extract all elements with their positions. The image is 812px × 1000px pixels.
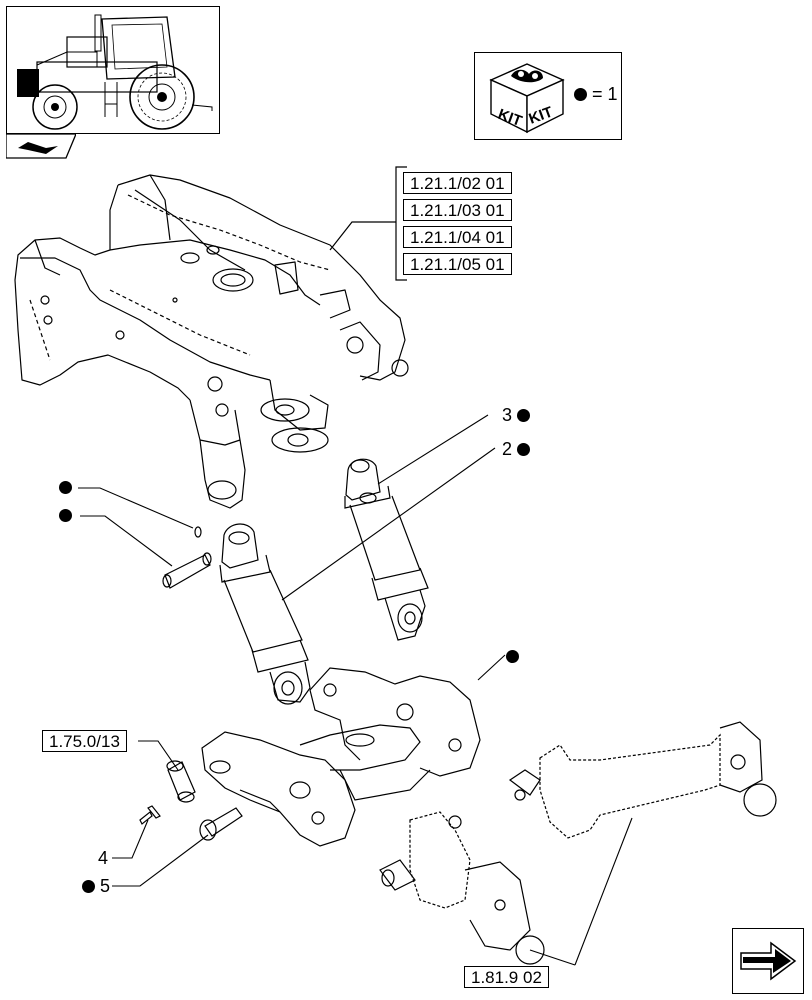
cylinder-2 bbox=[219, 523, 311, 705]
leader-item-2 bbox=[281, 447, 496, 601]
leader-pin bbox=[80, 515, 173, 567]
leader-support-body bbox=[477, 654, 506, 681]
callout-item-2: 2 bbox=[502, 439, 531, 459]
leader-item-4 bbox=[112, 819, 149, 859]
bullet-dot-icon bbox=[506, 650, 519, 663]
kit-legend-text: = 1 bbox=[574, 84, 618, 104]
next-page-arrow-icon bbox=[740, 941, 797, 981]
section-nav-tab[interactable] bbox=[5, 133, 77, 160]
bullet-dot-icon bbox=[82, 880, 95, 893]
callout-item-5: 5 bbox=[82, 876, 110, 896]
bullet-dot-icon bbox=[574, 88, 587, 101]
callout-number-5: 5 bbox=[100, 876, 111, 896]
frame-ref-2[interactable]: 1.21.1/03 01 bbox=[403, 199, 512, 221]
kit-box-icon: KIT KIT bbox=[489, 63, 565, 134]
tractor-thumbnail bbox=[6, 6, 220, 134]
leader-clip bbox=[78, 487, 194, 529]
bullet-dot-icon bbox=[517, 409, 531, 422]
front-axle-support-frame bbox=[14, 174, 409, 509]
cylinder-support-body bbox=[201, 667, 481, 847]
callout-pin bbox=[59, 505, 72, 525]
frame-ref-bracket bbox=[329, 166, 407, 281]
leader-item-3 bbox=[377, 414, 489, 485]
hitch-ref[interactable]: 1.81.9 02 bbox=[464, 966, 549, 988]
kit-equals-text: = 1 bbox=[592, 84, 618, 104]
bullet-dot-icon bbox=[59, 481, 72, 494]
callout-item-3: 3 bbox=[502, 405, 531, 425]
section-nav-icon bbox=[5, 133, 77, 159]
callout-support-body bbox=[506, 646, 519, 666]
support-ref[interactable]: 1.75.0/13 bbox=[42, 730, 127, 752]
kit-legend-frame: KIT KIT bbox=[474, 52, 622, 140]
frame-ref-4[interactable]: 1.21.1/05 01 bbox=[403, 253, 512, 275]
pin-and-clip bbox=[162, 526, 212, 589]
bullet-dot-icon bbox=[517, 443, 531, 456]
callout-item-4: 4 bbox=[98, 848, 108, 868]
callout-number-3: 3 bbox=[502, 405, 513, 425]
frame-ref-1[interactable]: 1.21.1/02 01 bbox=[403, 172, 512, 194]
hitch-assembly-right bbox=[508, 721, 777, 839]
callout-number-2: 2 bbox=[502, 439, 513, 459]
frame-ref-3[interactable]: 1.21.1/04 01 bbox=[403, 226, 512, 248]
callout-clip bbox=[59, 477, 72, 497]
tractor-thumbnail-icon bbox=[17, 14, 213, 130]
callout-number-4: 4 bbox=[98, 848, 109, 868]
cylinder-3 bbox=[344, 458, 429, 641]
leader-hitch-ref bbox=[529, 817, 633, 966]
leader-item-5 bbox=[112, 834, 209, 887]
leader-support-ref bbox=[138, 740, 179, 771]
bush-and-bolts bbox=[139, 760, 243, 841]
bullet-dot-icon bbox=[59, 509, 72, 522]
hitch-assembly-left bbox=[379, 811, 545, 965]
next-page-button[interactable] bbox=[732, 928, 804, 994]
